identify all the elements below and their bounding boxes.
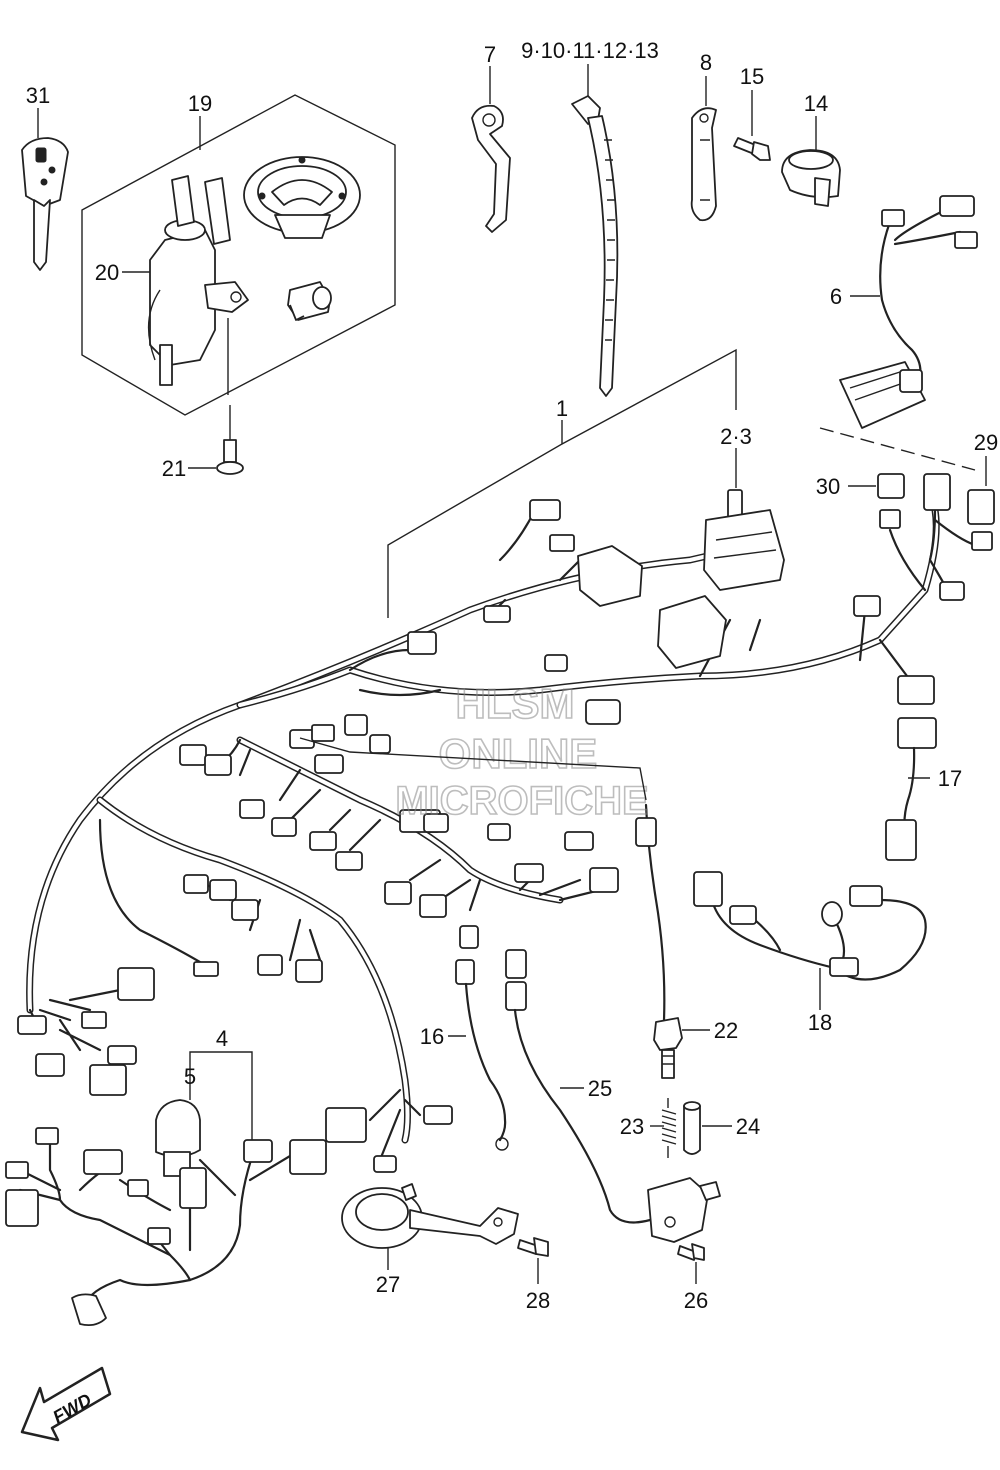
callout-15: 15 [740, 64, 764, 89]
watermark: HLSM ONLINE MICROFICHE [395, 679, 650, 824]
watermark-line2: ONLINE [439, 730, 598, 777]
callout-18: 18 [808, 1010, 832, 1035]
sub-harness-6[interactable] [839, 195, 978, 429]
watermark-line3: MICROFICHE [395, 779, 648, 823]
callout-14: 14 [804, 91, 828, 116]
bracket-7[interactable] [471, 104, 511, 233]
callout-19: 19 [188, 91, 212, 116]
sub-harness-4[interactable] [5, 1127, 327, 1327]
switch-lead-25[interactable] [505, 949, 721, 1243]
sub-harness-17[interactable] [885, 717, 937, 861]
callout-25: 25 [588, 1076, 612, 1101]
cable-tie[interactable] [571, 95, 619, 397]
ignition-switch[interactable] [147, 175, 249, 395]
main-wiring-harness[interactable] [17, 489, 940, 1173]
callout-8: 8 [700, 50, 712, 75]
fuel-cap[interactable] [243, 156, 361, 239]
key-set-box [81, 94, 396, 416]
screw-21[interactable] [216, 405, 244, 475]
callout-27: 27 [376, 1272, 400, 1297]
callout-29: 29 [974, 430, 998, 455]
callout-5: 5 [184, 1064, 196, 1089]
callout-24: 24 [736, 1114, 760, 1139]
fwd-arrow: FWD [20, 1366, 112, 1442]
spring-23[interactable] [661, 1098, 677, 1158]
callout-20: 20 [95, 260, 119, 285]
leader-lines [37, 64, 987, 1284]
callout-6: 6 [830, 284, 842, 309]
sleeve-24[interactable] [683, 1101, 701, 1155]
sensor-switch-22[interactable] [635, 803, 683, 1079]
relay-5[interactable] [155, 1099, 201, 1177]
ignition-key[interactable] [21, 137, 69, 271]
callout-26: 26 [684, 1288, 708, 1313]
callout-4: 4 [216, 1026, 228, 1051]
callout-31: 31 [26, 83, 50, 108]
callout-7: 7 [484, 42, 496, 67]
callout-30: 30 [816, 474, 840, 499]
seat-lock[interactable] [287, 281, 332, 321]
sub-harness-18[interactable] [693, 871, 927, 981]
callout-9-13: 9·10·11·12·13 [521, 38, 659, 63]
callout-16: 16 [420, 1024, 444, 1049]
callout-1: 1 [556, 396, 568, 421]
callout-17: 17 [938, 766, 962, 791]
callout-28: 28 [526, 1288, 550, 1313]
bolt-26[interactable] [677, 1243, 705, 1261]
horn-27[interactable] [341, 1183, 519, 1249]
callout-21: 21 [162, 456, 186, 481]
clamp-8[interactable] [690, 107, 717, 222]
callout-22: 22 [714, 1018, 738, 1043]
callout-2-3: 2·3 [720, 424, 752, 449]
bolt-28[interactable] [517, 1237, 549, 1257]
lead-wire-16[interactable] [455, 925, 509, 1151]
bolt-15[interactable] [733, 137, 771, 161]
clip-14[interactable] [781, 149, 841, 207]
watermark-line1: HLSM [456, 680, 575, 727]
callout-numbers: 31 19 20 21 7 9·10·11·12·13 8 15 14 6 1 … [26, 38, 998, 1313]
sub-harness-29-30[interactable] [853, 473, 995, 705]
callout-23: 23 [620, 1114, 644, 1139]
